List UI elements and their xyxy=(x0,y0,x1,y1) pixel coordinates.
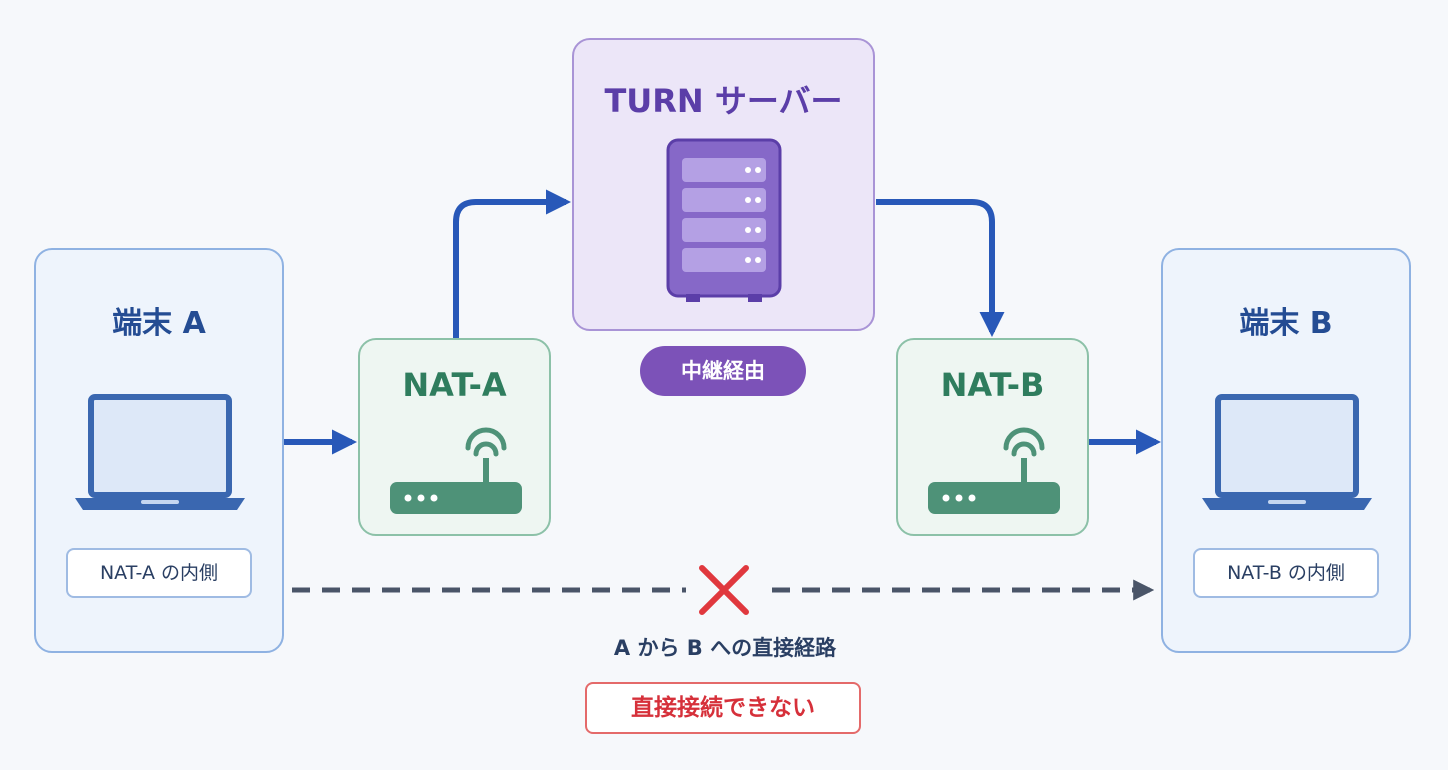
nat-b-box: NAT-B xyxy=(896,338,1089,536)
server-icon xyxy=(666,138,782,302)
device-b-inner-label: NAT-B の内側 xyxy=(1193,548,1379,598)
nat-a-box: NAT-A xyxy=(358,338,551,536)
laptop-icon xyxy=(1202,394,1372,510)
wifi-icon xyxy=(465,427,507,457)
device-b-title: 端末 B xyxy=(1239,306,1333,341)
turn-server-title: TURN サーバー xyxy=(604,82,843,120)
arrow-turn-to-nat-b xyxy=(876,199,1005,338)
laptop-icon xyxy=(75,394,245,510)
nat-a-title: NAT-A xyxy=(402,366,507,404)
router-icon xyxy=(390,427,522,514)
router-icon xyxy=(928,427,1060,514)
device-a-title: 端末 A xyxy=(112,306,206,341)
relay-badge: 中継経由 xyxy=(640,346,806,396)
no-direct-connection-badge: 直接接続できない xyxy=(585,682,861,734)
device-a-inner-label: NAT-A の内側 xyxy=(66,548,252,598)
turn-server-box: TURN サーバー xyxy=(572,38,875,331)
wifi-icon xyxy=(1003,427,1045,457)
direct-path-label: A から B への直接経路 xyxy=(613,636,837,660)
nat-b-title: NAT-B xyxy=(940,366,1045,404)
device-a-box: 端末 A NAT-A の内側 xyxy=(34,248,284,653)
arrow-nat-a-to-turn xyxy=(453,189,572,338)
device-b-box: 端末 B NAT-B の内側 xyxy=(1161,248,1411,653)
cross-icon xyxy=(686,565,762,617)
